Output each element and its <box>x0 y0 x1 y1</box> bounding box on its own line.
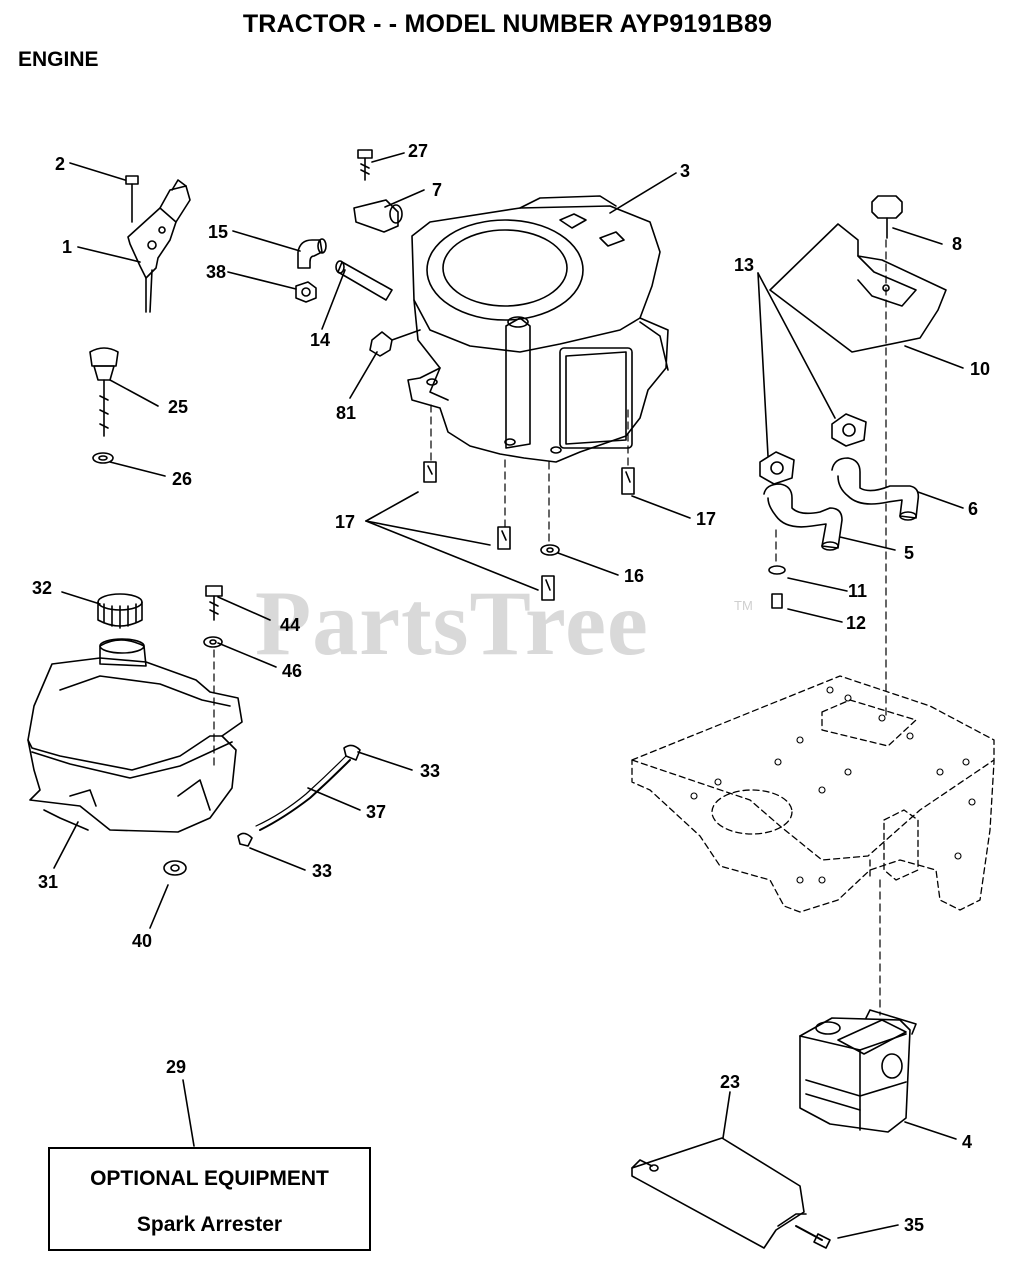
bolt-17-center <box>497 526 511 550</box>
callout-7: 7 <box>432 180 443 200</box>
plate-10 <box>769 223 947 353</box>
callout-38: 38 <box>206 262 227 282</box>
chassis-holes <box>690 686 976 884</box>
callout-2: 2 <box>55 154 66 174</box>
callout-15: 15 <box>208 222 229 242</box>
callout-32: 32 <box>32 578 53 598</box>
callout-3: 3 <box>680 161 691 181</box>
engine-3 <box>407 195 669 463</box>
grommet-40 <box>163 860 187 876</box>
screw-12 <box>771 593 783 609</box>
callout-35: 35 <box>904 1215 925 1235</box>
callout-33-lower: 33 <box>312 861 333 881</box>
callout-46: 46 <box>282 661 303 681</box>
callout-27: 27 <box>408 141 429 161</box>
optional-equipment-item: Spark Arrester <box>136 1213 283 1236</box>
fuel-line-37 <box>255 755 351 831</box>
gasket-13-upper <box>831 413 867 447</box>
callout-11: 11 <box>848 581 868 601</box>
washer-11 <box>768 565 786 575</box>
screw-27 <box>357 149 373 181</box>
leader-lines <box>53 152 964 1239</box>
callout-26: 26 <box>172 469 193 489</box>
washer-26 <box>92 452 114 464</box>
fitting-81 <box>369 329 421 357</box>
assembly-centerlines <box>213 239 887 1016</box>
callout-17-right: 17 <box>696 509 717 529</box>
callout-29: 29 <box>166 1057 187 1077</box>
washer-46 <box>203 636 223 648</box>
page-title: TRACTOR - - MODEL NUMBER AYP9191B89 <box>242 10 773 38</box>
chassis-frame <box>631 675 995 913</box>
callout-81: 81 <box>336 403 357 423</box>
callout-23: 23 <box>720 1072 741 1092</box>
callout-16: 16 <box>624 566 645 586</box>
bolt-17-right <box>621 467 635 495</box>
fuel-tank-31 <box>27 638 243 833</box>
callout-25: 25 <box>168 397 189 417</box>
callout-31: 31 <box>38 872 59 892</box>
callout-14: 14 <box>310 330 331 350</box>
elbow-15 <box>297 238 327 269</box>
bolt-17-lower <box>541 575 555 601</box>
callout-4: 4 <box>962 1132 973 1152</box>
dipstick-25 <box>89 347 119 437</box>
callout-44: 44 <box>280 615 301 635</box>
bolt-35 <box>795 1225 831 1249</box>
muffler-4 <box>799 1009 917 1133</box>
watermark-tm: TM <box>734 598 753 613</box>
callout-5: 5 <box>904 543 915 563</box>
cap-32 <box>97 593 143 629</box>
clamp-33-upper <box>343 744 361 761</box>
clamp-7 <box>353 199 403 233</box>
callout-8: 8 <box>952 234 963 254</box>
throttle-bracket <box>125 175 191 313</box>
callout-1: 1 <box>62 237 73 257</box>
exhaust-pipe-5 <box>763 483 843 551</box>
section-label: ENGINE <box>18 48 99 71</box>
callout-10: 10 <box>970 359 991 379</box>
clamp-33-lower <box>237 832 253 847</box>
callout-17-left: 17 <box>335 512 356 532</box>
callout-12: 12 <box>846 613 867 633</box>
callout-40: 40 <box>132 931 153 951</box>
nut-38 <box>295 281 317 303</box>
bolt-17-left <box>423 461 437 483</box>
hose-14 <box>335 260 393 301</box>
optional-equipment-title: OPTIONAL EQUIPMENT <box>90 1167 329 1190</box>
heat-shield-23 <box>631 1137 807 1249</box>
gasket-13-lower <box>759 451 795 485</box>
screw-44 <box>205 585 223 621</box>
callout-37: 37 <box>366 802 387 822</box>
watermark: PartsTree <box>255 572 649 674</box>
callout-13: 13 <box>734 255 755 275</box>
knob-8 <box>871 195 903 239</box>
callout-6: 6 <box>968 499 979 519</box>
exhaust-pipe-6 <box>831 457 920 521</box>
washer-16 <box>540 544 560 556</box>
callout-33-upper: 33 <box>420 761 441 781</box>
optional-equipment-box: OPTIONAL EQUIPMENT Spark Arrester <box>48 1147 371 1251</box>
